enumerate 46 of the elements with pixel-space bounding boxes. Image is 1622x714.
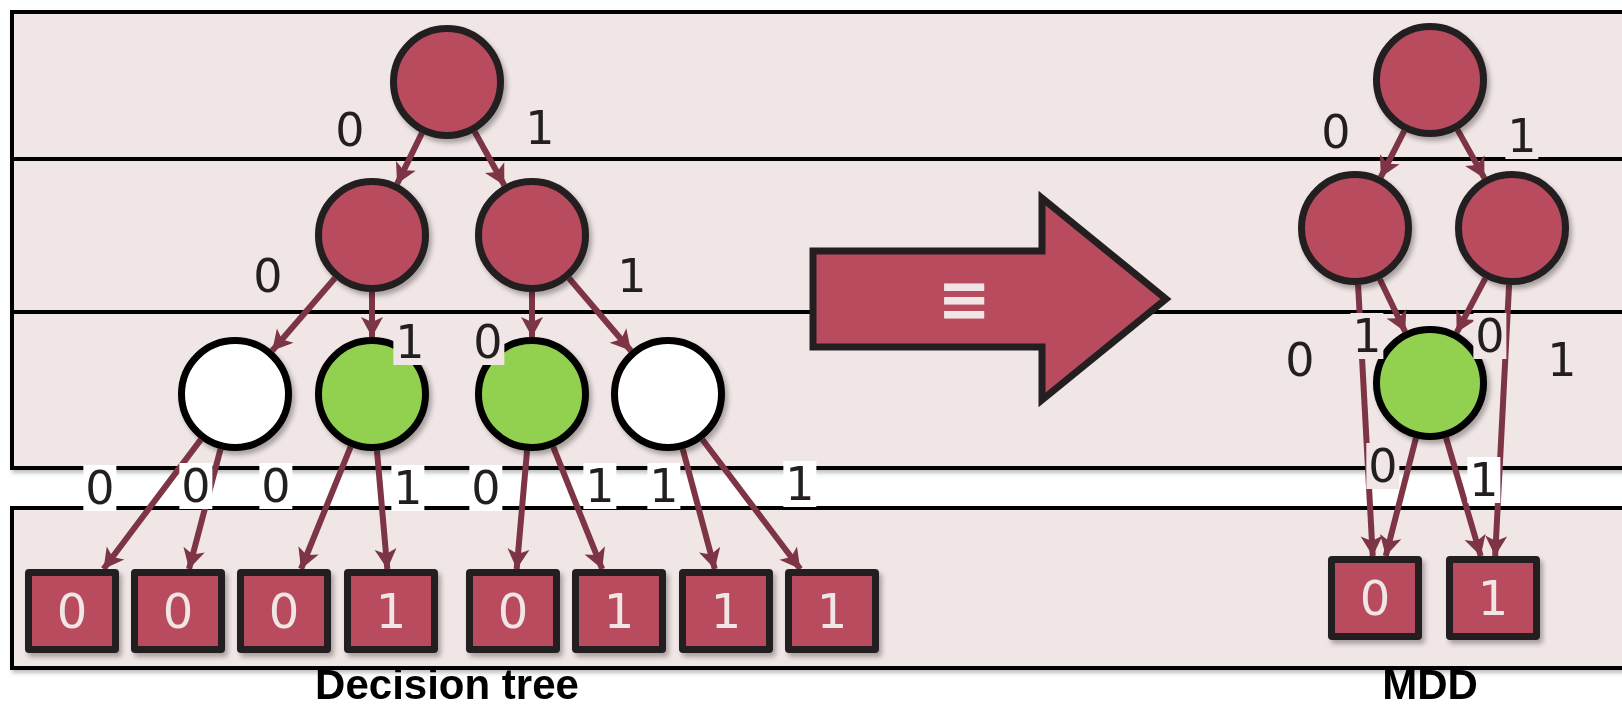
- terminal-node: 0: [1328, 556, 1422, 640]
- edge-label: 0: [469, 465, 503, 511]
- diagram-caption: MDD: [1382, 664, 1478, 706]
- arrow: [298, 445, 354, 571]
- terminal-node: 0: [466, 569, 560, 653]
- terminal-node: 1: [1446, 556, 1540, 640]
- edge-label: 0: [259, 463, 293, 509]
- arrow: [1455, 128, 1487, 180]
- arrow: [101, 437, 204, 571]
- arrow: [1378, 129, 1407, 179]
- terminal-node: 0: [237, 569, 331, 653]
- terminal-node: 0: [131, 569, 225, 653]
- arrow: [472, 130, 507, 187]
- arrow: [183, 448, 224, 570]
- edge-label: 1: [783, 461, 817, 507]
- arrow: [394, 131, 425, 186]
- arrow: [699, 437, 803, 571]
- arrow: [507, 450, 530, 570]
- terminal-node: 1: [572, 569, 666, 653]
- edge-label: 1: [583, 463, 617, 509]
- terminal-node: 0: [25, 569, 119, 653]
- terminal-node: 1: [785, 569, 879, 653]
- arrow: [679, 448, 721, 570]
- terminal-node: 1: [344, 569, 438, 653]
- arrow: [521, 292, 543, 337]
- edge-label: 0: [1366, 443, 1400, 489]
- arrow: [1454, 276, 1488, 335]
- arrow: [550, 445, 605, 571]
- edge-label: 1: [1467, 457, 1501, 503]
- arrow: [1377, 278, 1408, 333]
- arrow: [374, 450, 397, 570]
- edge-label: 1: [1350, 313, 1384, 359]
- edge-label: 0: [179, 463, 213, 509]
- edge-label: 1: [391, 465, 425, 511]
- arrow: [361, 292, 383, 337]
- arrow: [566, 276, 634, 353]
- arrow: [1443, 436, 1486, 557]
- equivalence-symbol: ≡: [936, 261, 992, 338]
- edge-label: 0: [1473, 313, 1507, 359]
- arrow: [269, 276, 338, 353]
- terminal-node: 1: [679, 569, 773, 653]
- edge-label: 1: [647, 463, 681, 509]
- arrow: [1380, 437, 1419, 557]
- edge-label: 0: [83, 465, 117, 511]
- arrow: [1485, 284, 1513, 557]
- diagram-caption: Decision tree: [315, 664, 579, 706]
